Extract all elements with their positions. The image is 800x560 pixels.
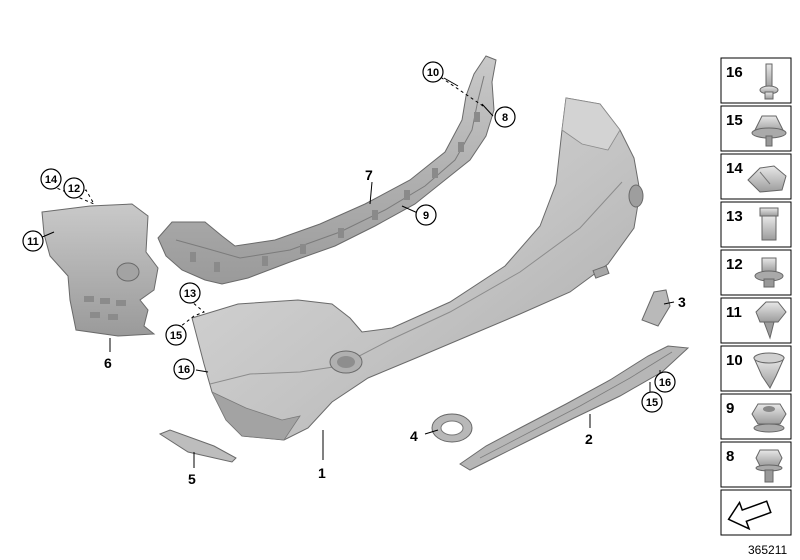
flange-nut-icon (754, 257, 784, 288)
svg-text:14: 14 (45, 174, 58, 186)
push-rivet-icon (759, 63, 779, 100)
carrier-beam (157, 55, 497, 285)
plastic-nut-icon (759, 207, 779, 241)
bumper-cover (191, 97, 644, 441)
legend-item-16: 16 (720, 57, 792, 104)
svg-text:12: 12 (68, 183, 80, 195)
expanding-nut-icon (751, 115, 787, 147)
part-label-1: 1 (318, 465, 326, 481)
svg-text:15: 15 (170, 330, 182, 342)
svg-text:15: 15 (646, 397, 658, 409)
lower-trim-strip (459, 345, 690, 471)
spring-clip-icon (747, 165, 787, 193)
part-label-2: 2 (585, 431, 593, 447)
callout-14: 14 (40, 168, 62, 190)
legend-item-14: 14 (720, 153, 792, 200)
svg-text:15: 15 (726, 112, 743, 129)
callout-10: 10 (422, 61, 444, 83)
svg-text:8: 8 (502, 112, 508, 124)
legend-item-arrow (720, 489, 792, 536)
svg-text:9: 9 (726, 400, 734, 417)
svg-text:10: 10 (726, 352, 743, 369)
clip-screw-icon (755, 301, 787, 340)
callout-16-left: 16 (173, 358, 195, 380)
reflector (158, 429, 237, 463)
legend-item-12: 12 (720, 249, 792, 296)
hex-nut-icon (751, 403, 787, 433)
part-label-5: 5 (188, 471, 196, 487)
arrow-symbol-icon (727, 500, 772, 531)
part-label-3: 3 (678, 294, 686, 310)
svg-text:13: 13 (726, 208, 743, 225)
callout-15-left: 15 (165, 324, 187, 346)
callout-9: 9 (415, 204, 437, 226)
legend-item-8: 8 (720, 441, 792, 488)
svg-text:11: 11 (27, 236, 39, 248)
spreading-rivet-icon (753, 352, 785, 389)
part-label-6: 6 (104, 355, 112, 371)
callouts: 10 8 9 14 12 11 13 15 16 16 15 (22, 61, 676, 413)
svg-text:14: 14 (726, 160, 743, 177)
legend-item-10: 10 (720, 345, 792, 392)
svg-text:16: 16 (659, 377, 671, 389)
svg-text:8: 8 (726, 448, 734, 465)
callout-12: 12 (63, 177, 85, 199)
legend-item-13: 13 (720, 201, 792, 248)
svg-text:10: 10 (427, 67, 439, 79)
callout-16-right: 16 (654, 371, 676, 393)
callout-15-right: 15 (641, 391, 663, 413)
callout-8: 8 (494, 106, 516, 128)
svg-text:16: 16 (726, 64, 743, 81)
legend-item-11: 11 (720, 297, 792, 344)
svg-text:11: 11 (726, 304, 742, 321)
fastener-legend: 16 15 14 13 12 11 (720, 57, 792, 536)
diagram-number: 365211 (748, 543, 787, 557)
svg-text:13: 13 (184, 288, 196, 300)
legend-item-15: 15 (720, 105, 792, 152)
callout-13: 13 (179, 282, 201, 304)
part-label-4: 4 (410, 428, 418, 444)
reflector-cap (641, 289, 671, 327)
svg-text:9: 9 (423, 210, 429, 222)
callout-11: 11 (22, 230, 44, 252)
svg-text:12: 12 (726, 256, 743, 273)
hex-bolt-icon (755, 449, 783, 483)
part-label-7: 7 (365, 167, 373, 183)
tow-eye-ring (431, 413, 473, 443)
svg-text:16: 16 (178, 364, 190, 376)
legend-item-9: 9 (720, 393, 792, 440)
part-labels: 1 2 3 4 5 6 7 (104, 167, 686, 487)
side-bracket (41, 203, 159, 337)
